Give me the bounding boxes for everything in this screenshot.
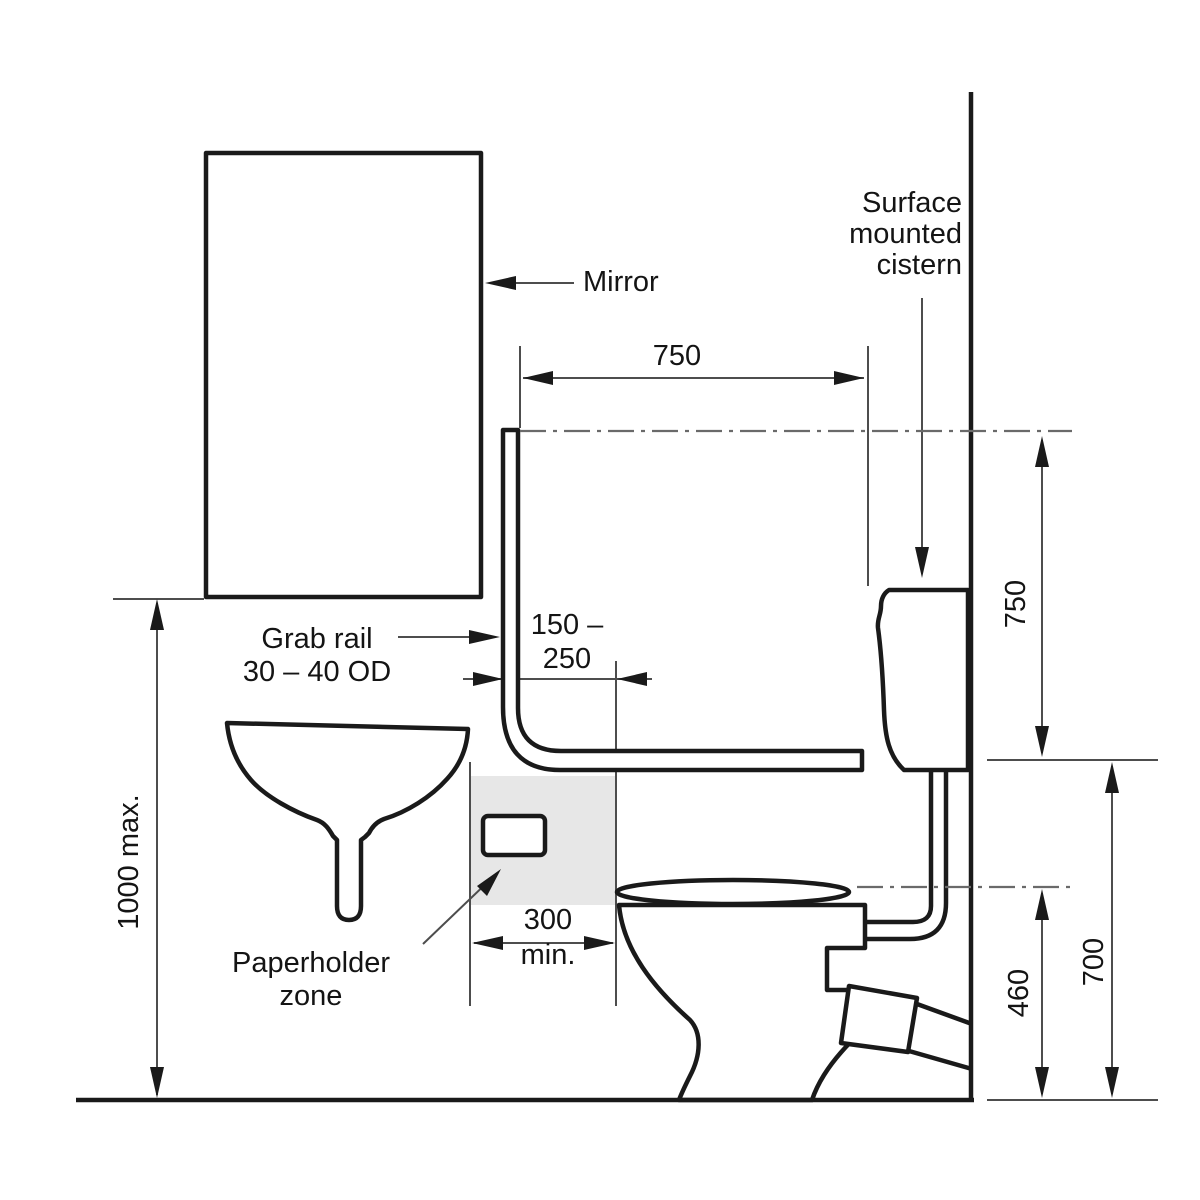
arrowhead-left-icon xyxy=(472,936,503,950)
arrowhead-down-icon xyxy=(915,547,929,578)
arrowhead-up-icon xyxy=(150,599,164,630)
waste-pipe-bottom-line xyxy=(908,1048,973,1072)
grab-rail xyxy=(500,427,865,773)
dim-250-line: 250 xyxy=(542,643,592,675)
cistern-label: Surface mounted cistern xyxy=(806,188,962,281)
cistern xyxy=(875,587,971,773)
grab-rail-label-line1: Grab rail xyxy=(261,623,373,655)
dim-grab-rail-length-750 xyxy=(519,346,869,586)
washbasin xyxy=(224,720,471,923)
arrowhead-left-icon xyxy=(485,276,516,290)
arrowhead-down-icon xyxy=(1035,1067,1049,1098)
arrowhead-right-icon xyxy=(834,371,864,385)
paperholder xyxy=(480,813,548,858)
cistern-label-line3: cistern xyxy=(876,249,962,281)
paperholder-label-line1: Paperholder xyxy=(232,947,390,979)
mirror xyxy=(203,150,484,600)
mirror-pointer xyxy=(485,276,574,290)
grab-rail-pointer xyxy=(398,630,500,644)
arrowhead-up-icon xyxy=(1035,889,1049,920)
flush-pipe-inner-line xyxy=(865,771,949,942)
arrowhead-up-icon xyxy=(1035,436,1049,467)
dim-rail-offset-150-250 xyxy=(463,661,652,1006)
dim-label-300-min: 300 min. xyxy=(494,903,602,973)
toilet-pan xyxy=(616,902,868,1103)
arrowhead-down-icon xyxy=(150,1067,164,1098)
arrowhead-down-icon xyxy=(1035,726,1049,757)
dim-150-line: 150 – xyxy=(530,609,604,641)
flush-pipe-outer-line xyxy=(865,771,934,925)
dim-label-1000-max: 1000 max. xyxy=(112,794,145,930)
waste-pipe xyxy=(908,1001,973,1072)
mirror-label: Mirror xyxy=(583,266,659,298)
dim-fixture-height-1000 xyxy=(113,598,204,1098)
paperholder-label-line2: zone xyxy=(279,980,343,1012)
dim-label-150-250: 150 – 250 xyxy=(524,608,610,676)
dim-label-460: 460 xyxy=(1002,968,1035,1018)
paperholder-zone-label: Paperholder zone xyxy=(209,947,413,1013)
toilet-seat xyxy=(614,877,852,907)
paperholder-pointer xyxy=(422,869,501,945)
arrowhead-left-icon xyxy=(617,672,647,686)
arrowhead-right-icon xyxy=(473,672,503,686)
dim-rail-height-700 xyxy=(1105,762,1119,1098)
dim-rail-top-750 xyxy=(987,436,1158,761)
dim-zone-width-300 xyxy=(469,762,615,1006)
cistern-label-line1: Surface xyxy=(862,187,962,219)
grab-rail-label: Grab rail 30 – 40 OD xyxy=(215,623,419,689)
dim-seat-height-460 xyxy=(987,889,1158,1101)
arrowhead-down-icon xyxy=(1105,1067,1119,1098)
waste-pipe-top-line xyxy=(916,1001,973,1027)
arrowhead-right-icon xyxy=(584,936,615,950)
flush-pipe xyxy=(865,771,949,942)
arrowhead-up-icon xyxy=(1105,762,1119,793)
cistern-pointer xyxy=(915,298,929,578)
grab-rail-label-line2: 30 – 40 OD xyxy=(242,656,392,688)
arrowhead-right-icon xyxy=(469,630,500,644)
dim-label-700: 700 xyxy=(1077,937,1110,987)
cistern-label-line2: mounted xyxy=(849,218,962,250)
arrowhead-left-icon xyxy=(523,371,553,385)
soil-pipe-collar xyxy=(838,983,920,1055)
dim-label-top-750: 750 xyxy=(652,340,702,372)
dim-label-right-750: 750 xyxy=(999,579,1032,629)
dim-300-line: 300 xyxy=(523,904,573,936)
arrowhead-up-right-icon xyxy=(477,869,501,896)
dim-min-line: min. xyxy=(520,939,576,971)
